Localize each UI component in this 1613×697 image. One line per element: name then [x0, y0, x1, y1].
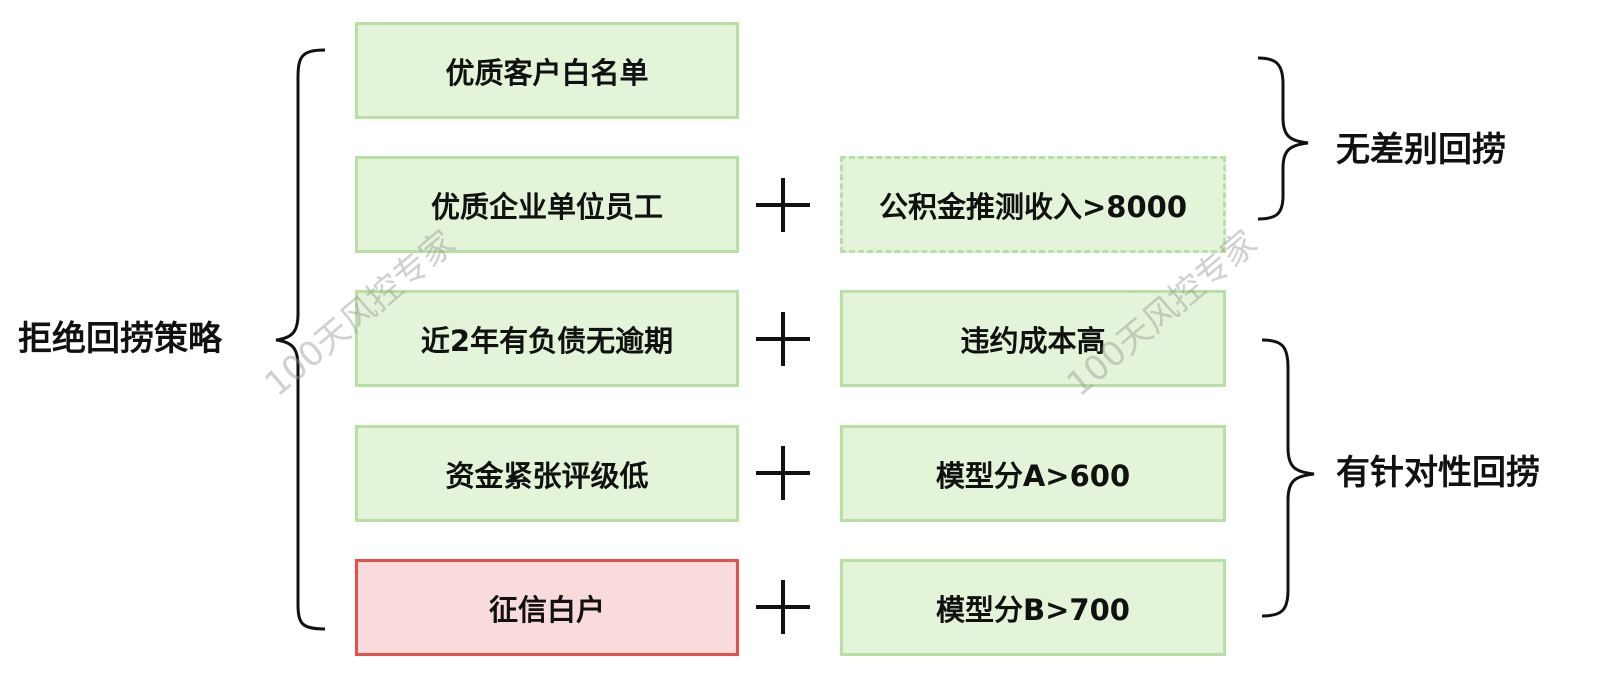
right-box-2: 违约成本高 [840, 290, 1226, 387]
right-box-3: 模型分A>600 [840, 425, 1226, 522]
plus-icon-3 [756, 446, 810, 500]
plus-icon-1 [756, 178, 810, 232]
left-box-4: 资金紧张评级低 [355, 425, 739, 522]
right-box-4: 模型分B>700 [840, 559, 1226, 656]
upper-right-brace [1257, 56, 1309, 221]
right-box-1: 公积金推测收入>8000 [840, 156, 1226, 253]
group-label-upper: 无差别回捞 [1336, 130, 1506, 170]
left-brace [275, 48, 326, 631]
left-box-1: 优质客户白名单 [355, 22, 739, 119]
group-label-lower: 有针对性回捞 [1336, 453, 1540, 493]
left-box-2: 优质企业单位员工 [355, 156, 739, 253]
plus-icon-2 [756, 312, 810, 366]
left-box-5-highlight: 征信白户 [355, 559, 739, 656]
left-box-3: 近2年有负债无逾期 [355, 290, 739, 387]
lower-right-brace [1261, 338, 1315, 618]
strategy-title: 拒绝回捞策略 [18, 319, 222, 359]
plus-icon-4 [756, 580, 810, 634]
